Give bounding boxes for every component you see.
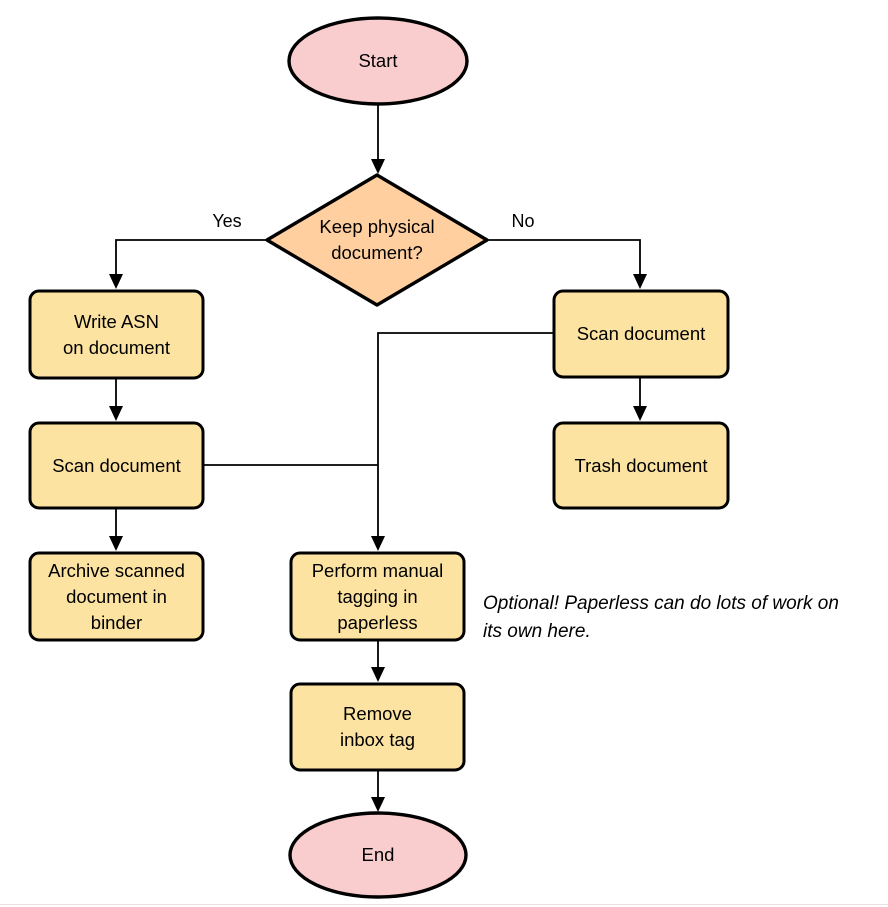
no-edge-label: No — [511, 210, 535, 231]
arrowhead-scanleft — [109, 406, 123, 421]
start-label: Start — [358, 50, 398, 71]
arrowhead-tagging — [371, 536, 385, 551]
scan-document-left-label: Scan document — [52, 454, 181, 476]
decision-diamond — [265, 173, 489, 307]
start-ellipse — [287, 16, 469, 106]
scan-document-left-box — [28, 421, 205, 510]
write-asn-label: Write ASN on document — [63, 310, 170, 358]
arrowhead-archive — [109, 536, 123, 551]
archive-box — [28, 551, 205, 642]
arrowhead-remove — [371, 667, 385, 682]
archive-label: Archive scanned document in binder — [48, 559, 185, 633]
remove-inbox-tag-label: Remove inbox tag — [339, 703, 416, 750]
end-ellipse — [288, 811, 468, 899]
arrowhead-trash — [633, 406, 647, 421]
edge-scanright-to-tagging — [377, 332, 553, 538]
connector-lines — [115, 105, 641, 799]
edge-decision-no — [488, 239, 641, 276]
decision-label: Keep physical document? — [319, 216, 435, 263]
remove-inbox-tag-box — [289, 682, 466, 772]
optional-note: Optional! Paperless can do lots of work … — [483, 593, 839, 642]
tagging-label: Perform manual tagging in paperless — [311, 559, 444, 633]
arrowheads — [109, 159, 647, 812]
tagging-box — [289, 551, 466, 642]
edge-decision-yes — [115, 239, 266, 276]
write-asn-box — [28, 289, 205, 380]
bottom-hairline — [0, 904, 888, 905]
arrowhead-end — [371, 797, 385, 812]
yes-edge-label: Yes — [212, 210, 242, 231]
arrowhead-writeasn — [109, 274, 123, 289]
arrowhead-decision — [371, 159, 385, 174]
scan-document-right-label: Scan document — [576, 323, 706, 344]
scan-document-right-box — [552, 289, 730, 379]
trash-document-box — [552, 421, 730, 510]
end-label: End — [361, 844, 395, 865]
trash-document-label: Trash document — [574, 454, 708, 476]
arrowhead-scanright — [633, 274, 647, 289]
